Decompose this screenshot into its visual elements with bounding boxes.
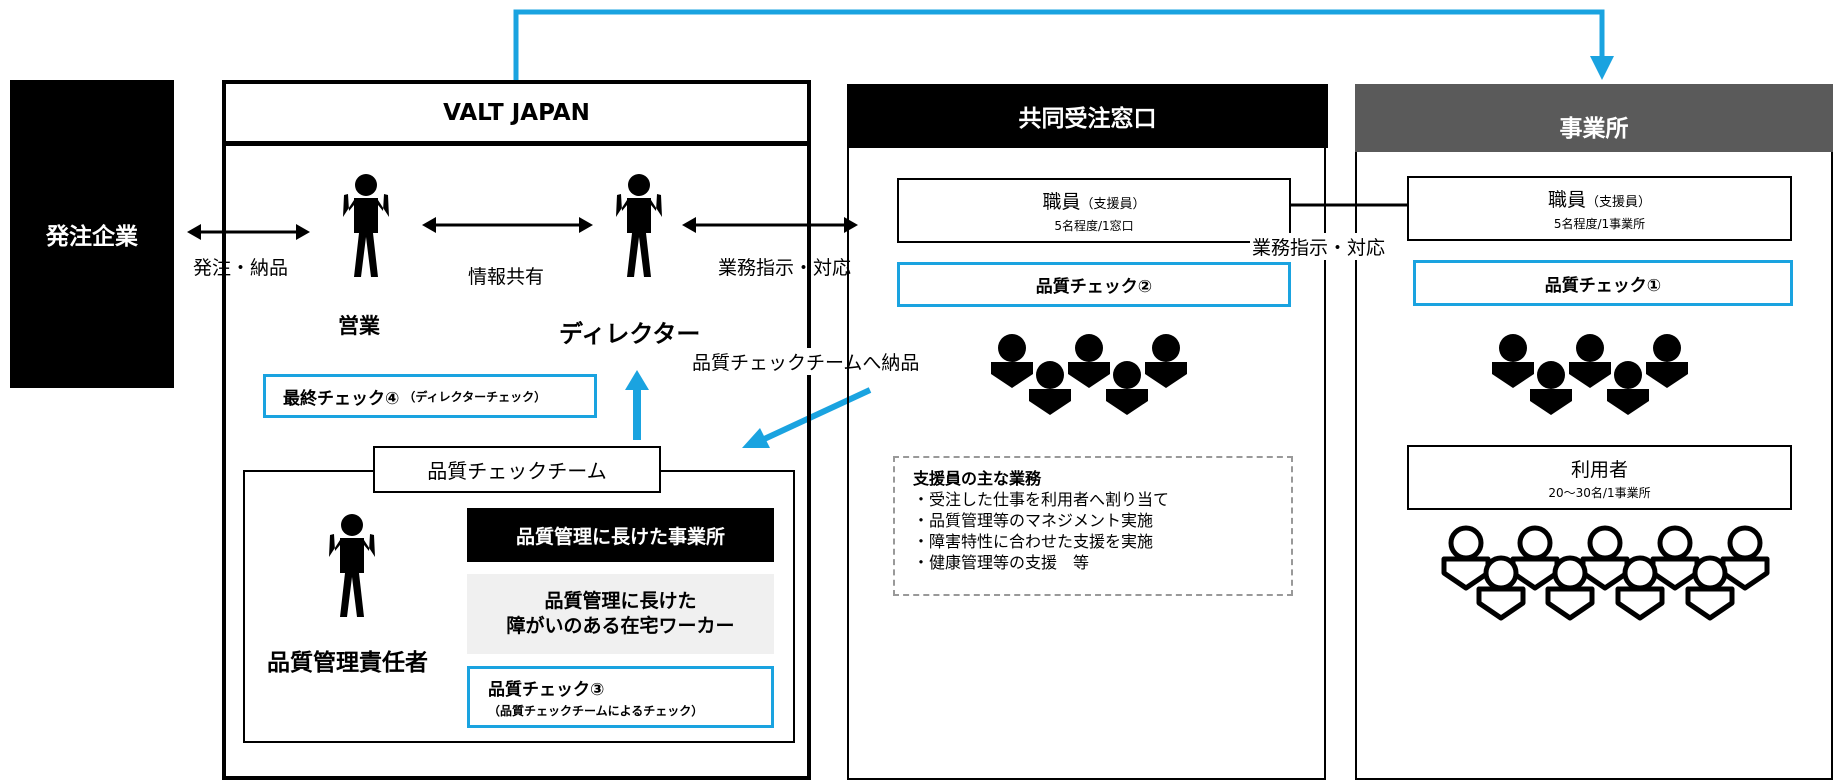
joint-staff-box: 職員（支援員） 5名程度/1窓口 — [897, 178, 1291, 243]
facility-title-text: 事業所 — [1559, 116, 1629, 142]
check2-text: 品質チェック② — [1035, 277, 1153, 297]
arrow-orderer-sales — [187, 224, 310, 240]
valt-japan-title-text: VALT JAPAN — [443, 99, 590, 126]
order-delivery-label: 発注・納品 — [193, 257, 289, 279]
duty-item: ・品質管理等のマネジメント実施 — [913, 511, 1154, 530]
users-main: 利用者 — [1570, 458, 1628, 481]
joint-staff-main: 職員 — [1042, 191, 1081, 213]
delivery-to-qc-label: 品質チェックチームへ納品 — [690, 348, 922, 375]
joint-staff-paren: （支援員） — [1080, 197, 1146, 212]
valt-japan-title: VALT JAPAN — [222, 80, 811, 146]
final-check-sub: （ディレクターチェック） — [403, 389, 547, 404]
info-share-label: 情報共有 — [468, 266, 545, 288]
check1-text: 品質チェック① — [1544, 275, 1662, 296]
check3-sub: （品質チェックチームによるチェック） — [488, 704, 704, 718]
arrow-qc-to-final — [625, 370, 649, 440]
instruction-label-left: 業務指示・対応 — [718, 257, 852, 279]
joint-window-title-text: 共同受注窓口 — [1018, 106, 1157, 132]
director-label: ディレクター — [559, 320, 701, 348]
qc-worker-box: 品質管理に長けた 障がいのある在宅ワーカー — [467, 574, 774, 654]
users-sub: 20〜30名/1事業所 — [1548, 485, 1651, 500]
final-check-box: 最終チェック④ （ディレクターチェック） — [263, 374, 597, 418]
final-check-main: 最終チェック④ — [283, 388, 400, 409]
duties-box: 支援員の主な業務 ・受注した仕事を利用者へ割り当て ・品質管理等のマネジメント実… — [893, 456, 1293, 596]
qc-team-title: 品質チェックチーム — [373, 446, 661, 493]
arrow-sales-director — [422, 217, 593, 233]
qc-facility-text: 品質管理に長けた事業所 — [515, 525, 725, 548]
facility-title: 事業所 — [1355, 84, 1833, 152]
duty-item: ・健康管理等の支援 等 — [913, 553, 1090, 572]
instruction-label-right: 業務指示・対応 — [1250, 233, 1388, 260]
facility-staff-paren: （支援員） — [1586, 195, 1652, 210]
orderer-label: 発注企業 — [46, 224, 138, 250]
arrow-delivery-to-qc — [742, 387, 872, 448]
check2-box: 品質チェック② — [897, 262, 1291, 307]
duty-item: ・障害特性に合わせた支援を実施 — [913, 532, 1154, 551]
check3-box: 品質チェック③ （品質チェックチームによるチェック） — [467, 666, 774, 728]
joint-staff-sub: 5名程度/1窓口 — [1054, 219, 1134, 233]
qc-team-title-text: 品質チェックチーム — [427, 459, 607, 483]
qc-manager-label: 品質管理責任者 — [267, 650, 428, 676]
facility-staff-main: 職員 — [1547, 189, 1586, 211]
duties-title: 支援員の主な業務 — [913, 469, 1042, 488]
qc-worker-line2: 障がいのある在宅ワーカー — [506, 615, 735, 637]
qc-facility-box: 品質管理に長けた事業所 — [467, 508, 774, 562]
orderer-box: 発注企業 — [10, 80, 174, 388]
joint-window-title: 共同受注窓口 — [847, 84, 1328, 148]
sales-label: 営業 — [338, 314, 380, 338]
top-connector-arrow — [513, 9, 1614, 80]
duty-item: ・受注した仕事を利用者へ割り当て — [913, 490, 1170, 509]
facility-staff-sub: 5名程度/1事業所 — [1553, 217, 1646, 231]
check1-box: 品質チェック① — [1413, 260, 1793, 306]
users-box: 利用者 20〜30名/1事業所 — [1407, 445, 1792, 510]
qc-worker-line1: 品質管理に長けた — [544, 590, 697, 612]
facility-staff-box: 職員（支援員） 5名程度/1事業所 — [1407, 176, 1792, 241]
check3-main: 品質チェック③ — [488, 680, 605, 700]
